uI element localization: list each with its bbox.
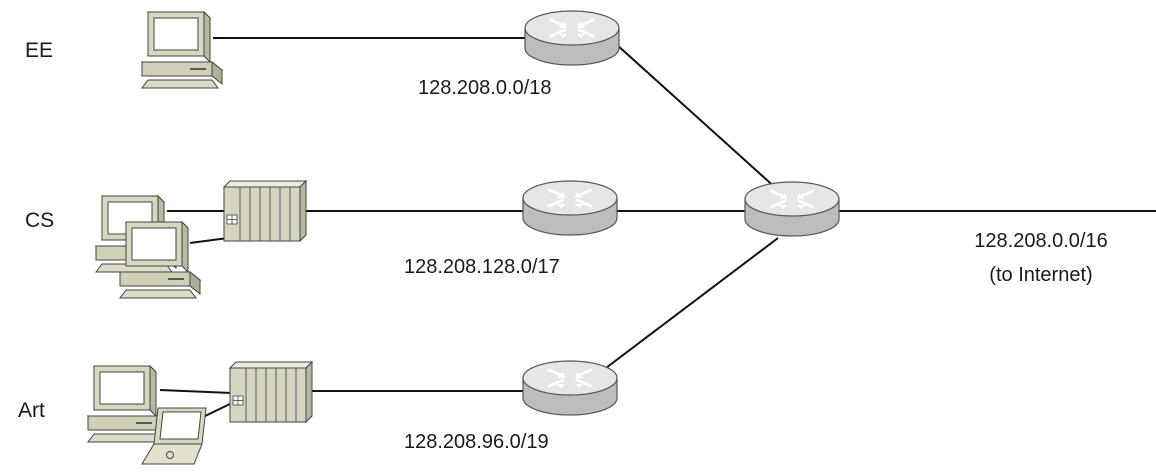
cs-desktop-computer-icon-2 xyxy=(119,221,201,299)
department-label-art: Art xyxy=(18,399,45,422)
links xyxy=(159,37,1156,418)
link-cs-pc2-switch xyxy=(189,237,229,244)
uplink-note-label: (to Internet) xyxy=(989,264,1093,286)
subnet-label-ee: 128.208.0.0/18 xyxy=(418,77,552,99)
router-art-icon xyxy=(521,359,619,417)
subnet-label-cs: 128.208.128.0/17 xyxy=(404,256,560,278)
subnet-label-art: 128.208.96.0/19 xyxy=(404,431,549,453)
uplink-prefix-label: 128.208.0.0/16 xyxy=(974,230,1108,252)
link-art-router-core xyxy=(597,237,779,375)
router-core-icon xyxy=(743,180,841,238)
router-ee-icon xyxy=(523,9,621,67)
link-ee-router-core xyxy=(615,43,779,191)
link-art-laptop-switch xyxy=(202,402,233,418)
router-cs-icon xyxy=(521,179,619,237)
art-switch-icon xyxy=(229,361,313,423)
ee-desktop-computer-icon xyxy=(141,11,223,89)
department-label-ee: EE xyxy=(25,39,54,62)
link-art-pc-switch xyxy=(159,389,233,394)
cs-switch-icon xyxy=(223,180,307,242)
department-label-cs: CS xyxy=(25,209,55,232)
